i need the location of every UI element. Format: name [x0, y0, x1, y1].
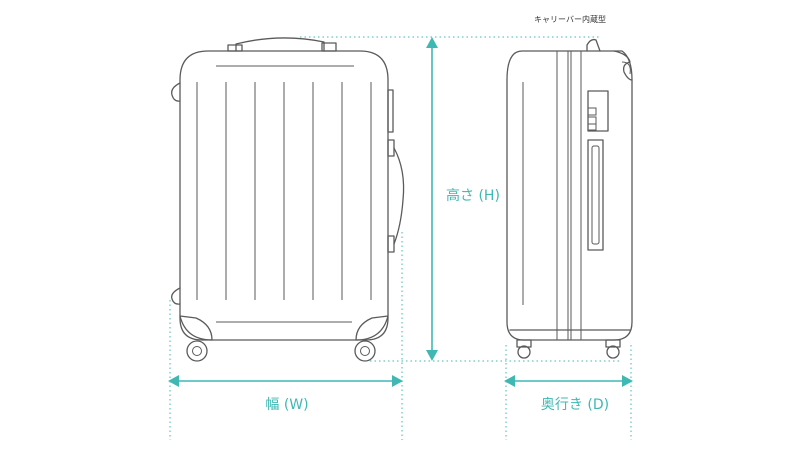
height-label: 高さ (H) [446, 187, 500, 204]
front-body [179, 50, 389, 341]
front-side-handle-mount-bottom [387, 235, 395, 253]
front-side-handle [393, 147, 405, 245]
side-zipper-band [556, 51, 582, 340]
side-handle [587, 139, 604, 251]
front-ribs [196, 82, 372, 300]
front-left-foot-top [171, 82, 181, 102]
height-arrow [426, 37, 438, 361]
front-wheel-left [186, 340, 208, 362]
depth-arrow [504, 375, 633, 387]
side-view-suitcase [506, 38, 633, 359]
front-wheel-housing-right [355, 315, 389, 341]
dimension-guides [168, 36, 633, 440]
front-side-lock [387, 89, 394, 133]
side-lock [587, 90, 609, 132]
side-body [506, 50, 633, 341]
front-view-suitcase [171, 37, 405, 362]
side-wheel-left [516, 339, 532, 359]
side-back-corner [613, 50, 633, 81]
front-top-handle [235, 37, 325, 52]
front-wheel-housing-left [179, 315, 213, 341]
side-back-ring [621, 61, 631, 75]
width-arrow [168, 375, 403, 387]
front-handle-mount-left [227, 44, 243, 52]
depth-label: 奥行き (D) [541, 396, 609, 413]
front-left-foot-bottom [171, 287, 181, 305]
width-label: 幅 (W) [265, 397, 308, 413]
side-wheel-right [605, 339, 621, 359]
side-carry-bar-top [586, 38, 601, 52]
front-side-handle-mount-top [387, 139, 395, 157]
front-wheel-right [354, 340, 376, 362]
carry-bar-note: キャリーバー内蔵型 [534, 14, 606, 24]
